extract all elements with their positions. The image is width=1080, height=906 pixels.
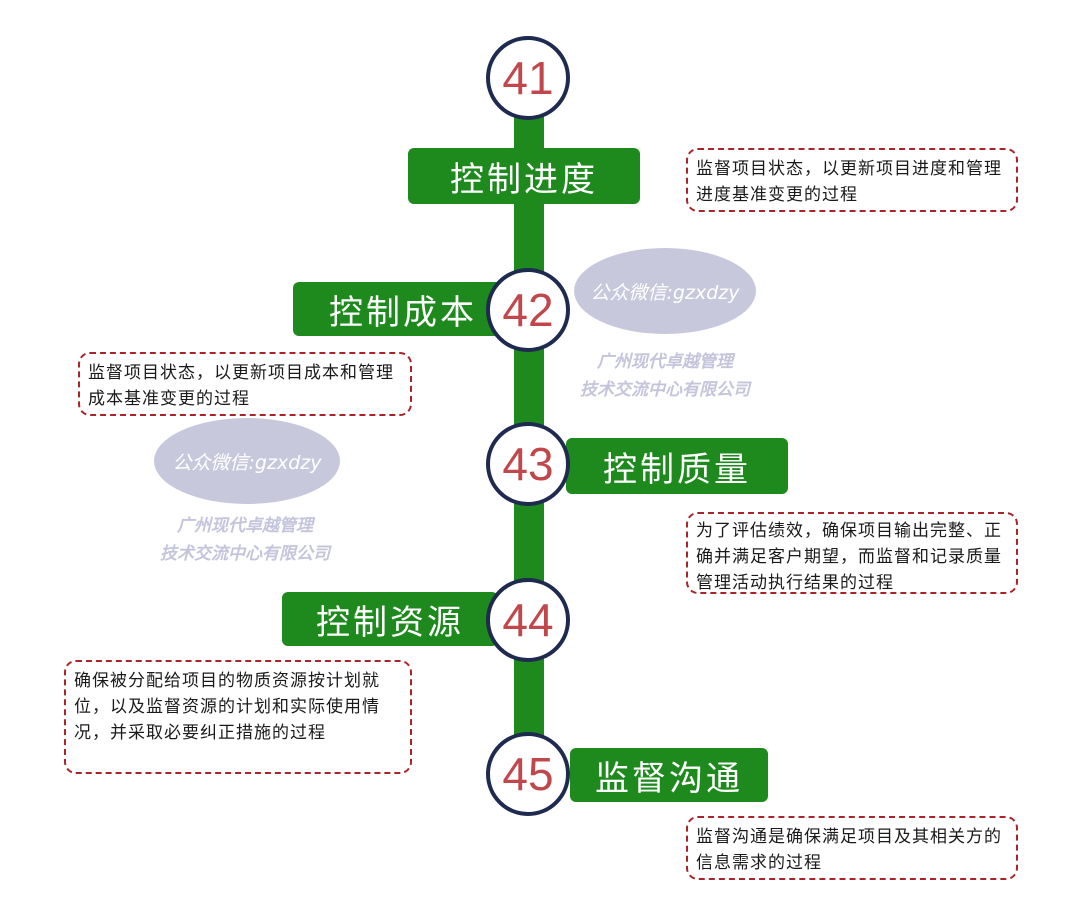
step-title-monitor-communications: 监督沟通 [570, 748, 768, 802]
watermark-company-line1: 广州现代卓越管理 [177, 516, 313, 536]
watermark-company-line2: 技术交流中心有限公司 [160, 544, 330, 564]
step-desc-control-costs: 监督项目状态，以更新项目成本和管理成本基准变更的过程 [78, 352, 412, 416]
watermark-wechat-2: 公众微信:gzxdzy [154, 418, 340, 504]
step-title-control-quality: 控制质量 [566, 438, 788, 494]
step-desc-control-resources: 确保被分配给项目的物质资源按计划就位，以及监督资源的计划和实际使用情况，并采取必… [64, 660, 412, 774]
step-number-42: 42 [486, 268, 570, 352]
step-number-44: 44 [486, 578, 570, 662]
step-title-control-schedule: 控制进度 [408, 148, 640, 204]
watermark-company-line2: 技术交流中心有限公司 [580, 380, 750, 400]
step-desc-monitor-communications: 监督沟通是确保满足项目及其相关方的信息需求的过程 [686, 816, 1018, 880]
step-desc-control-quality: 为了评估绩效，确保项目输出完整、正确并满足客户期望，而监督和记录质量管理活动执行… [686, 512, 1018, 594]
watermark-company-1: 广州现代卓越管理 技术交流中心有限公司 [550, 348, 780, 404]
step-number-43: 43 [486, 422, 570, 506]
step-title-control-costs: 控制成本 [293, 282, 513, 336]
step-title-control-resources: 控制资源 [282, 592, 498, 646]
step-desc-control-schedule: 监督项目状态，以更新项目进度和管理进度基准变更的过程 [686, 148, 1018, 212]
watermark-company-2: 广州现代卓越管理 技术交流中心有限公司 [130, 512, 360, 568]
watermark-company-line1: 广州现代卓越管理 [597, 352, 733, 372]
step-number-41: 41 [486, 36, 570, 120]
watermark-wechat-1: 公众微信:gzxdzy [574, 248, 756, 334]
step-number-45: 45 [486, 732, 570, 816]
